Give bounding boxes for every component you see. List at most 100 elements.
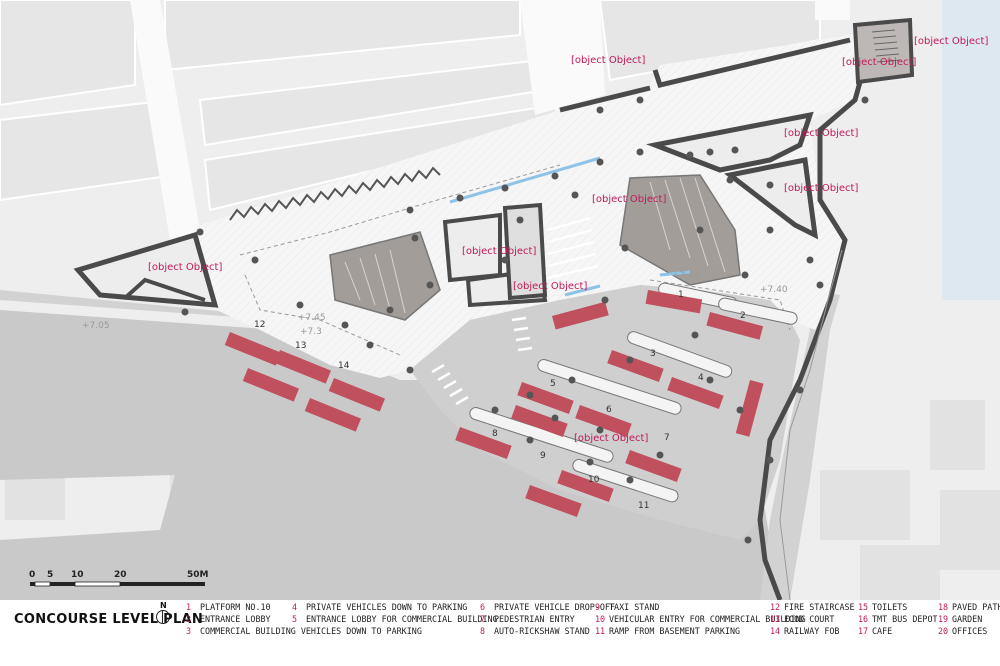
legend-label: FOOD COURT [784, 614, 835, 624]
escalator-void [329, 231, 441, 321]
escalator-treads [649, 177, 726, 273]
plan-label: [object Object] [571, 55, 645, 66]
legend-label: ENTRANCE LOBBY FOR COMMERCIAL BUILDING [306, 614, 498, 624]
plan-label: [object Object] [592, 194, 666, 205]
legend-number: 9 [595, 602, 601, 612]
drop-off-stripes [547, 217, 599, 279]
escalator-void [619, 174, 741, 286]
plan-label: [object Object] [842, 57, 916, 68]
legend-number: 11 [595, 626, 606, 636]
scale-label: 0 [29, 570, 35, 580]
site-plan: 0 5 10 20 50M +7.05 +7.45 +7.3 +7.45 +7.… [0, 0, 1000, 600]
fire-staircase-block [502, 202, 548, 301]
toilet-block [645, 111, 814, 173]
fire-staircase-block [852, 17, 915, 85]
railway-fob-walkway [520, 0, 605, 115]
toilet-block [724, 157, 819, 240]
legend-label: TMT BUS DEPOT [872, 614, 938, 624]
stand-number: 4 [698, 373, 704, 383]
legend-label: PLATFORM NO.10 [200, 602, 271, 612]
legend-label: AUTO-RICKSHAW STAND [494, 626, 590, 636]
bus-bay-islands [469, 282, 798, 503]
plan-title: CONCOURSE LEVEL PLAN [14, 612, 204, 627]
legend-number: 10 [595, 614, 606, 624]
stand-number: 3 [650, 349, 656, 359]
scale-label: 10 [71, 570, 84, 580]
toilet-partition [123, 277, 206, 302]
water-body [942, 0, 1000, 300]
legend-label: COMMERCIAL BUILDING VEHICLES DOWN TO PAR… [200, 626, 422, 636]
legend-number: 18 [938, 602, 949, 612]
stand-number: 1 [678, 290, 684, 300]
plan-label: [object Object] [914, 36, 988, 47]
escalator-treads [344, 249, 406, 314]
stand-number: 8 [492, 429, 498, 439]
stand-number: 2 [740, 311, 746, 321]
stand-number: 9 [540, 451, 546, 461]
legend-label: TOILETS [872, 602, 908, 612]
legend-label: PRIVATE VEHICLES DOWN TO PARKING [306, 602, 468, 612]
stand-number: 14 [338, 361, 350, 371]
legend-item: 2 ENTRANCE LOBBY [186, 614, 271, 624]
plan-label: [object Object] [784, 183, 858, 194]
canopy-edge [229, 166, 441, 221]
plan-label: [object Object] [784, 128, 858, 139]
level-label: +7.05 [82, 321, 110, 331]
stand-number: 12 [254, 320, 265, 330]
legend-number: 20 [938, 626, 949, 636]
legend-item: 1 PLATFORM NO.10 [186, 602, 271, 612]
fob-wall [559, 85, 651, 113]
legend-label: OFFICES [952, 626, 988, 636]
stand-number: 6 [606, 405, 612, 415]
railway-fob-walkway [130, 0, 200, 240]
legend-label: VEHICULAR ENTRY FOR COMMERCIAL BUILDING [609, 614, 806, 624]
legend-number: 16 [858, 614, 869, 624]
legend-label: RAMP FROM BASEMENT PARKING [609, 626, 741, 636]
legend-label: GARDEN [952, 614, 983, 624]
railway-fob-walkway [815, 0, 850, 20]
stand-number: 10 [588, 475, 600, 485]
legend-number: 2 [186, 614, 192, 624]
legend-label: PEDESTRIAN ENTRY [494, 614, 575, 624]
legend-number: 8 [480, 626, 486, 636]
legend-number: 17 [858, 626, 869, 636]
legend-label: CAFE [872, 626, 893, 636]
legend-label: ENTRANCE LOBBY [200, 614, 271, 624]
plan-label: [object Object] [462, 246, 536, 257]
east-wall [757, 81, 863, 600]
structural-columns [181, 96, 869, 544]
stand-number: 13 [295, 341, 306, 351]
plan-label: [object Object] [148, 262, 222, 273]
legend-number: 3 [186, 626, 192, 636]
level-label: +7.45 [672, 271, 700, 281]
parking-bays [224, 290, 764, 517]
north-label: N [160, 601, 167, 610]
legend-label: PAVED PATH [952, 602, 1000, 612]
stand-number: 7 [664, 433, 670, 443]
legend-number: 1 [186, 602, 192, 612]
level-label: +7.40 [760, 285, 788, 295]
north-circle [156, 610, 170, 624]
plan-label: [object Object] [513, 281, 587, 292]
road [0, 310, 780, 600]
bus-depot-apron [410, 285, 800, 540]
legend-number: 15 [858, 602, 869, 612]
railway-platforms [0, 0, 821, 212]
scale-label: 20 [114, 570, 127, 580]
legend-number: 5 [292, 614, 298, 624]
scale-label: 5 [47, 570, 53, 580]
stand-number: 11 [638, 501, 649, 511]
